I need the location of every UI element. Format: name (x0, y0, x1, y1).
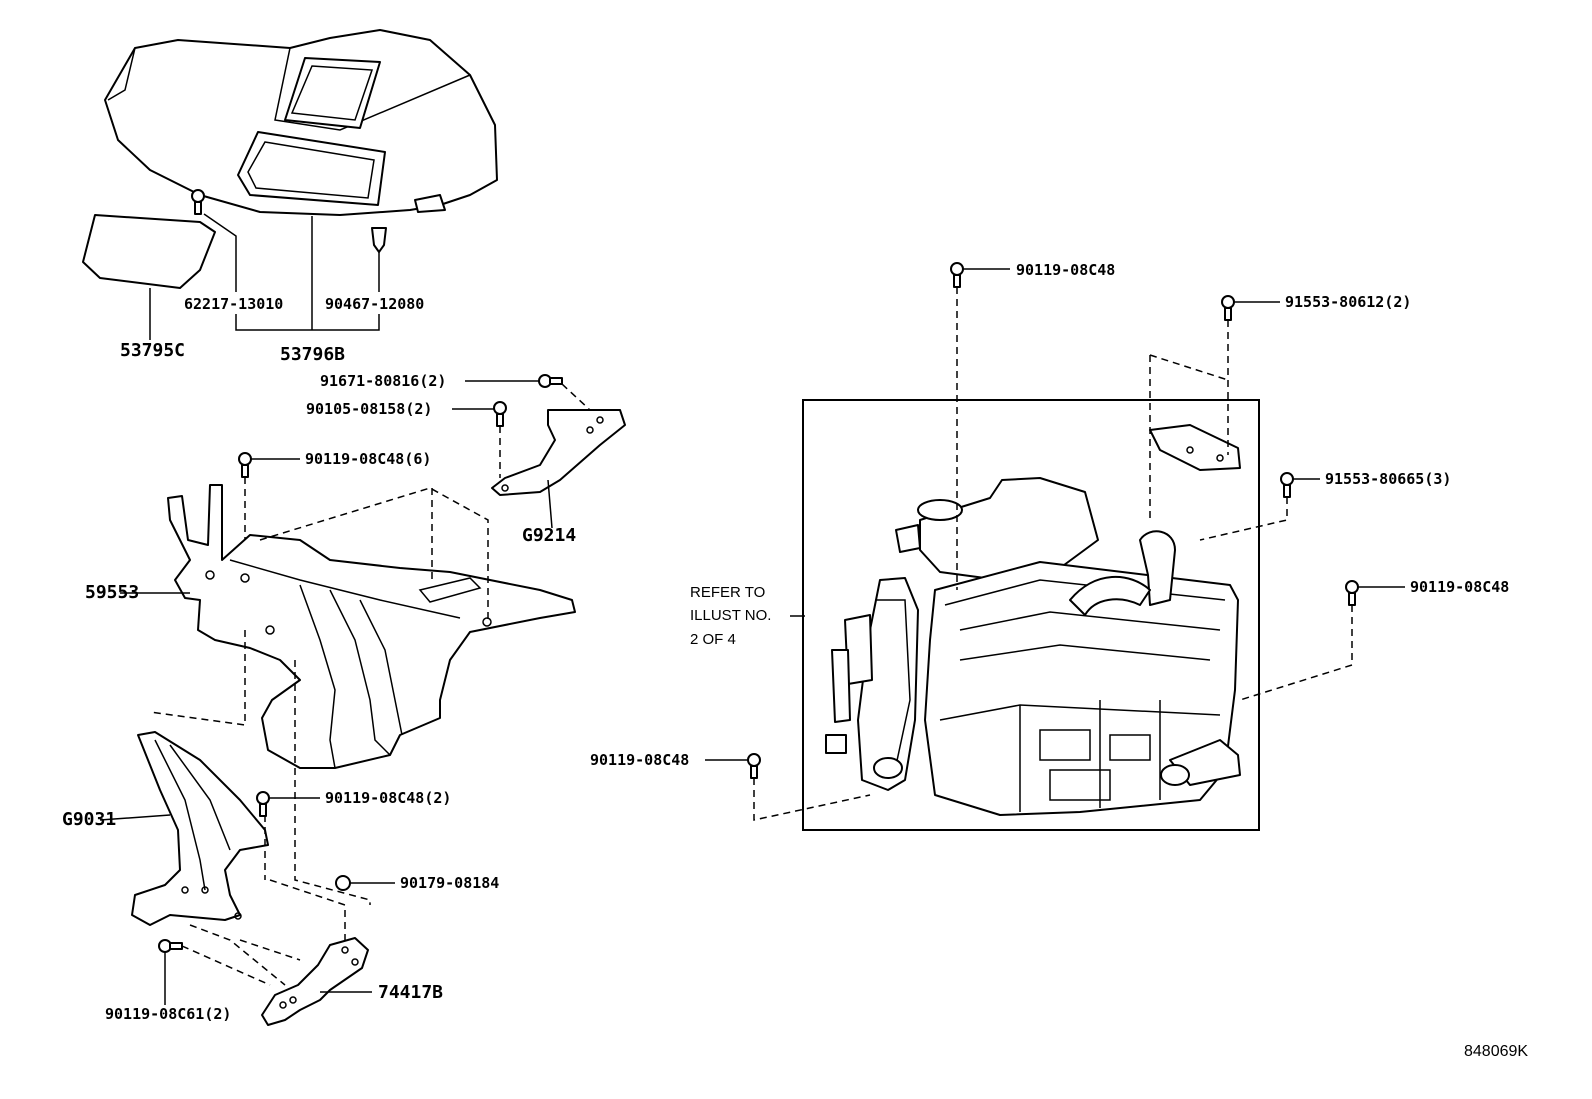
nut-90179 (335, 875, 351, 891)
cover-53796B (104, 29, 498, 216)
inverter-assembly (825, 424, 1241, 816)
note-line-3: 2 OF 4 (690, 631, 736, 648)
bolt-90119-x2 (256, 791, 270, 817)
clip-90467 (371, 227, 387, 253)
label-59553: 59553 (85, 582, 139, 603)
bolt-90119-right (1345, 580, 1359, 606)
label-90119-08C48-left: 90119-08C48 (590, 751, 689, 769)
label-G9031: G9031 (62, 809, 116, 830)
label-G9214: G9214 (522, 525, 576, 546)
label-53796B: 53796B (280, 344, 345, 365)
label-90119-08C48-2: 90119-08C48(2) (325, 789, 451, 807)
assembly-frame (802, 399, 1260, 831)
bolt-91671 (538, 374, 563, 388)
label-90119-08C61: 90119-08C61(2) (105, 1005, 231, 1023)
pad-53795C (82, 214, 216, 289)
label-90105-08158: 90105-08158(2) (306, 400, 432, 418)
label-62217-13010: 62217-13010 (184, 295, 283, 313)
bolt-90119-left (747, 753, 761, 779)
label-53795C: 53795C (120, 340, 185, 361)
note-line-2: ILLUST NO. (690, 607, 771, 624)
tray-59553 (167, 484, 576, 769)
note-line-1: REFER TO (690, 584, 765, 601)
bolt-91553-80612 (1221, 295, 1235, 321)
label-91553-80612: 91553-80612(2) (1285, 293, 1411, 311)
bracket-74417B (261, 937, 369, 1026)
label-91671-80816: 91671-80816(2) (320, 372, 446, 390)
bolt-90105 (493, 401, 507, 427)
label-90119-08C48-6: 90119-08C48(6) (305, 450, 431, 468)
label-74417B: 74417B (378, 982, 443, 1003)
bolt-91553-80665 (1280, 472, 1294, 498)
label-90119-08C48-right: 90119-08C48 (1410, 578, 1509, 596)
bolt-90119-top (950, 262, 964, 288)
bracket-G9031 (131, 731, 269, 926)
bolt-90119-x6 (238, 452, 252, 478)
label-90179-08184: 90179-08184 (400, 874, 499, 892)
illustration-code: 848069K (1464, 1043, 1528, 1060)
label-90119-08C48-top: 90119-08C48 (1016, 261, 1115, 279)
bracket-G9214 (491, 409, 626, 496)
label-90467-12080: 90467-12080 (325, 295, 424, 313)
label-91553-80665: 91553-80665(3) (1325, 470, 1451, 488)
bolt-62217 (191, 189, 205, 215)
bolt-90119-08C61 (158, 939, 183, 953)
